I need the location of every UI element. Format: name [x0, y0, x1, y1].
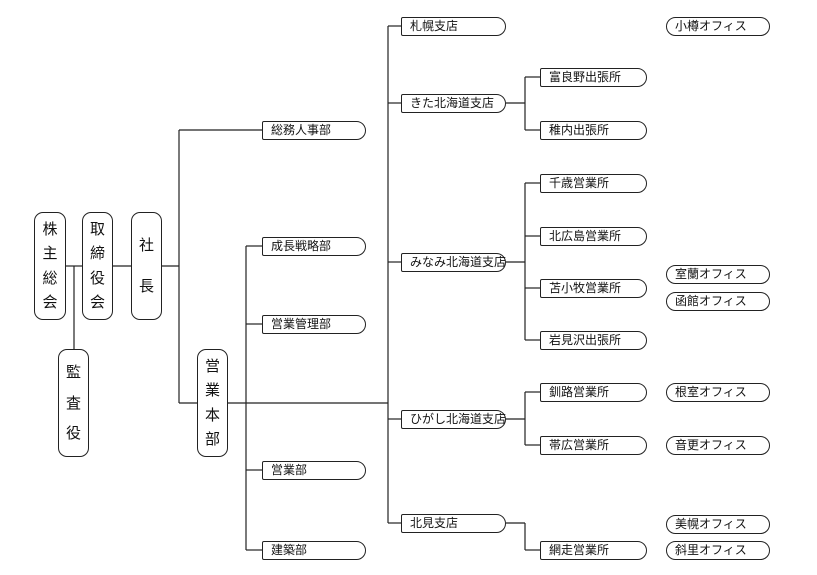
office-furano: 富良野出張所: [540, 68, 647, 87]
dept-growth-strategy: 成長戦略部: [262, 237, 366, 256]
board-of-directors-box: 取 締 役 会: [82, 212, 113, 320]
satellite-shari: 斜里オフィス: [666, 541, 770, 560]
president-box: 社 長: [131, 212, 162, 320]
satellite-muroran: 室蘭オフィス: [666, 265, 770, 284]
branch-higashi-hokkaido: ひがし北海道支店: [401, 410, 506, 429]
satellite-hakodate: 函館オフィス: [666, 292, 770, 311]
auditor-box: 監 査 役: [58, 349, 89, 457]
branch-kita-hokkaido: きた北海道支店: [401, 94, 506, 113]
satellite-otofuke: 音更オフィス: [666, 436, 770, 455]
dept-sales: 営業部: [262, 461, 366, 480]
dept-sales-management: 営業管理部: [262, 315, 366, 334]
office-chitose: 千歳営業所: [540, 174, 647, 193]
office-tomakomai: 苫小牧営業所: [540, 279, 647, 298]
branch-minami-hokkaido: みなみ北海道支店: [401, 253, 506, 272]
office-kushiro: 釧路営業所: [540, 383, 647, 402]
satellite-nemuro: 根室オフィス: [666, 383, 770, 402]
dept-construction: 建築部: [262, 541, 366, 560]
branch-sapporo: 札幌支店: [401, 17, 506, 36]
dept-general-affairs: 総務人事部: [262, 121, 366, 140]
satellite-otaru: 小樽オフィス: [666, 17, 770, 36]
branch-kitami: 北見支店: [401, 514, 506, 533]
office-wakkanai: 稚内出張所: [540, 121, 647, 140]
office-kitahiroshima: 北広島営業所: [540, 227, 647, 246]
shareholders-meeting-box: 株 主 総 会: [34, 212, 66, 320]
office-obihiro: 帯広営業所: [540, 436, 647, 455]
satellite-bihoro: 美幌オフィス: [666, 515, 770, 534]
sales-headquarters-box: 営 業 本 部: [197, 349, 228, 457]
office-abashiri: 網走営業所: [540, 541, 647, 560]
office-iwamizawa: 岩見沢出張所: [540, 331, 647, 350]
